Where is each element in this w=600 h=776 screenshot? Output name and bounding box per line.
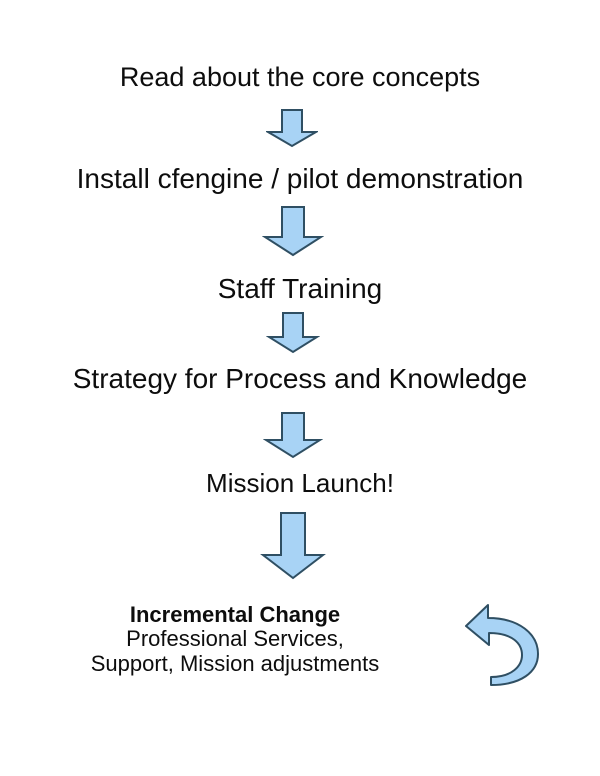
final-outcome-block: Incremental Change Professional Services… xyxy=(0,602,470,676)
down-arrow-icon-4 xyxy=(263,412,323,459)
flow-step-strategy-process-knowledge: Strategy for Process and Knowledge xyxy=(72,363,528,394)
flow-step-read-about-core-concepts: Read about the core concepts xyxy=(119,62,481,92)
circular-refresh-arrow-icon xyxy=(465,604,539,686)
final-outcome-title: Incremental Change xyxy=(129,602,341,627)
flow-step-install-cfengine: Install cfengine / pilot demonstration xyxy=(76,163,524,194)
flow-step-mission-launch: Mission Launch! xyxy=(206,468,394,498)
down-arrow-icon-2 xyxy=(262,206,324,257)
flow-step-staff-training: Staff Training xyxy=(217,273,383,304)
down-arrow-icon-3 xyxy=(266,312,320,354)
final-outcome-line-3: Support, Mission adjustments xyxy=(90,650,380,676)
final-outcome-line-2: Professional Services, xyxy=(126,626,344,652)
down-arrow-icon-1 xyxy=(266,109,318,148)
down-arrow-icon-5 xyxy=(260,512,326,580)
